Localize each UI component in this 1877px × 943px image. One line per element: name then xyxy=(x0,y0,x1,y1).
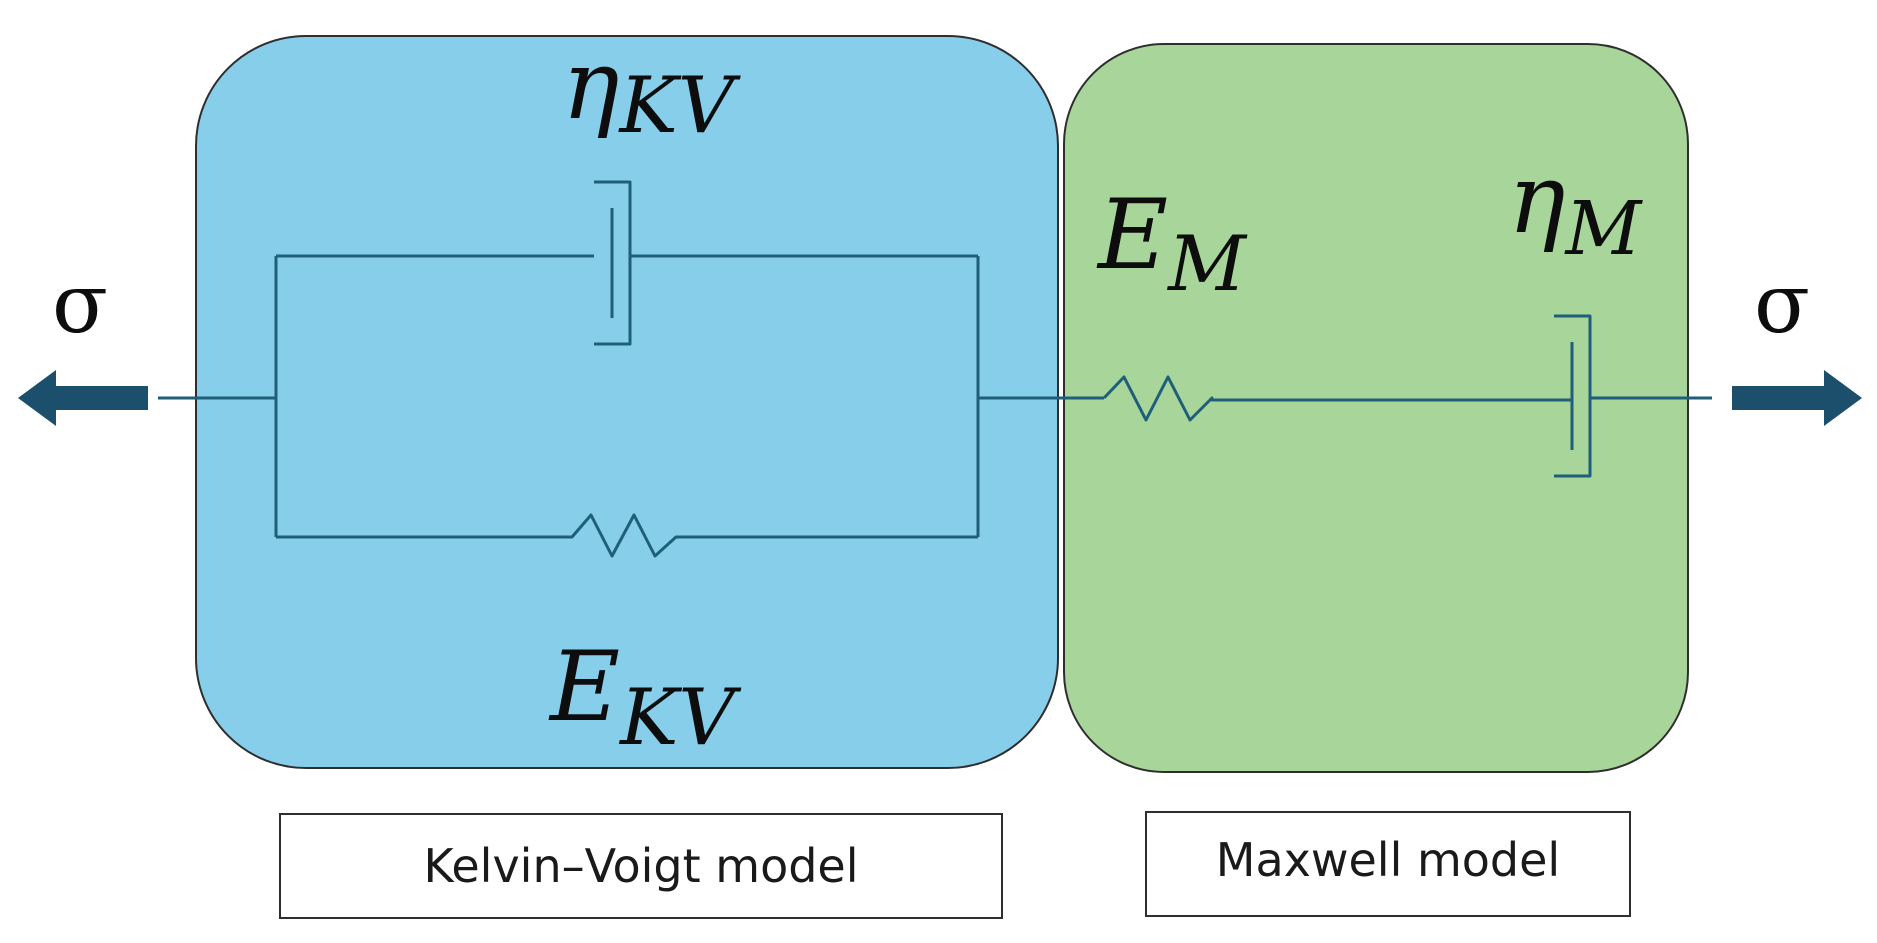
left-arrow-icon xyxy=(18,370,148,426)
right-arrow-icon xyxy=(1732,370,1862,426)
eta-m-subscript: M xyxy=(1564,186,1644,272)
e-m-label: EM xyxy=(1096,179,1248,308)
e-m-symbol: E xyxy=(1096,179,1168,291)
kelvin-voigt-box xyxy=(195,35,1059,769)
maxwell-circuit xyxy=(1102,314,1712,478)
eta-kv-subscript: KV xyxy=(618,61,741,151)
e-m-subscript: M xyxy=(1166,219,1248,308)
kelvin-voigt-caption-box xyxy=(279,813,1003,919)
e-kv-label: EKV xyxy=(548,631,741,763)
maxwell-caption: Maxwell model xyxy=(1216,833,1560,887)
eta-m-symbol: η xyxy=(1508,143,1566,255)
eta-kv-label: ηKV xyxy=(562,29,741,151)
maxwell-box xyxy=(1063,43,1689,773)
eta-m-label: ηM xyxy=(1508,143,1644,272)
stress-left-label: σ xyxy=(52,257,108,352)
stress-right-label: σ xyxy=(1754,257,1810,352)
kv-dashpot xyxy=(594,180,632,346)
kelvin-voigt-circuit xyxy=(158,180,1104,558)
maxwell-caption-box xyxy=(1145,811,1631,917)
kelvin-voigt-caption: Kelvin–Voigt model xyxy=(423,839,858,893)
e-kv-symbol: E xyxy=(548,631,620,743)
eta-kv-symbol: η xyxy=(562,29,620,141)
e-kv-subscript: KV xyxy=(618,673,741,763)
maxwell-dashpot xyxy=(1554,314,1592,478)
